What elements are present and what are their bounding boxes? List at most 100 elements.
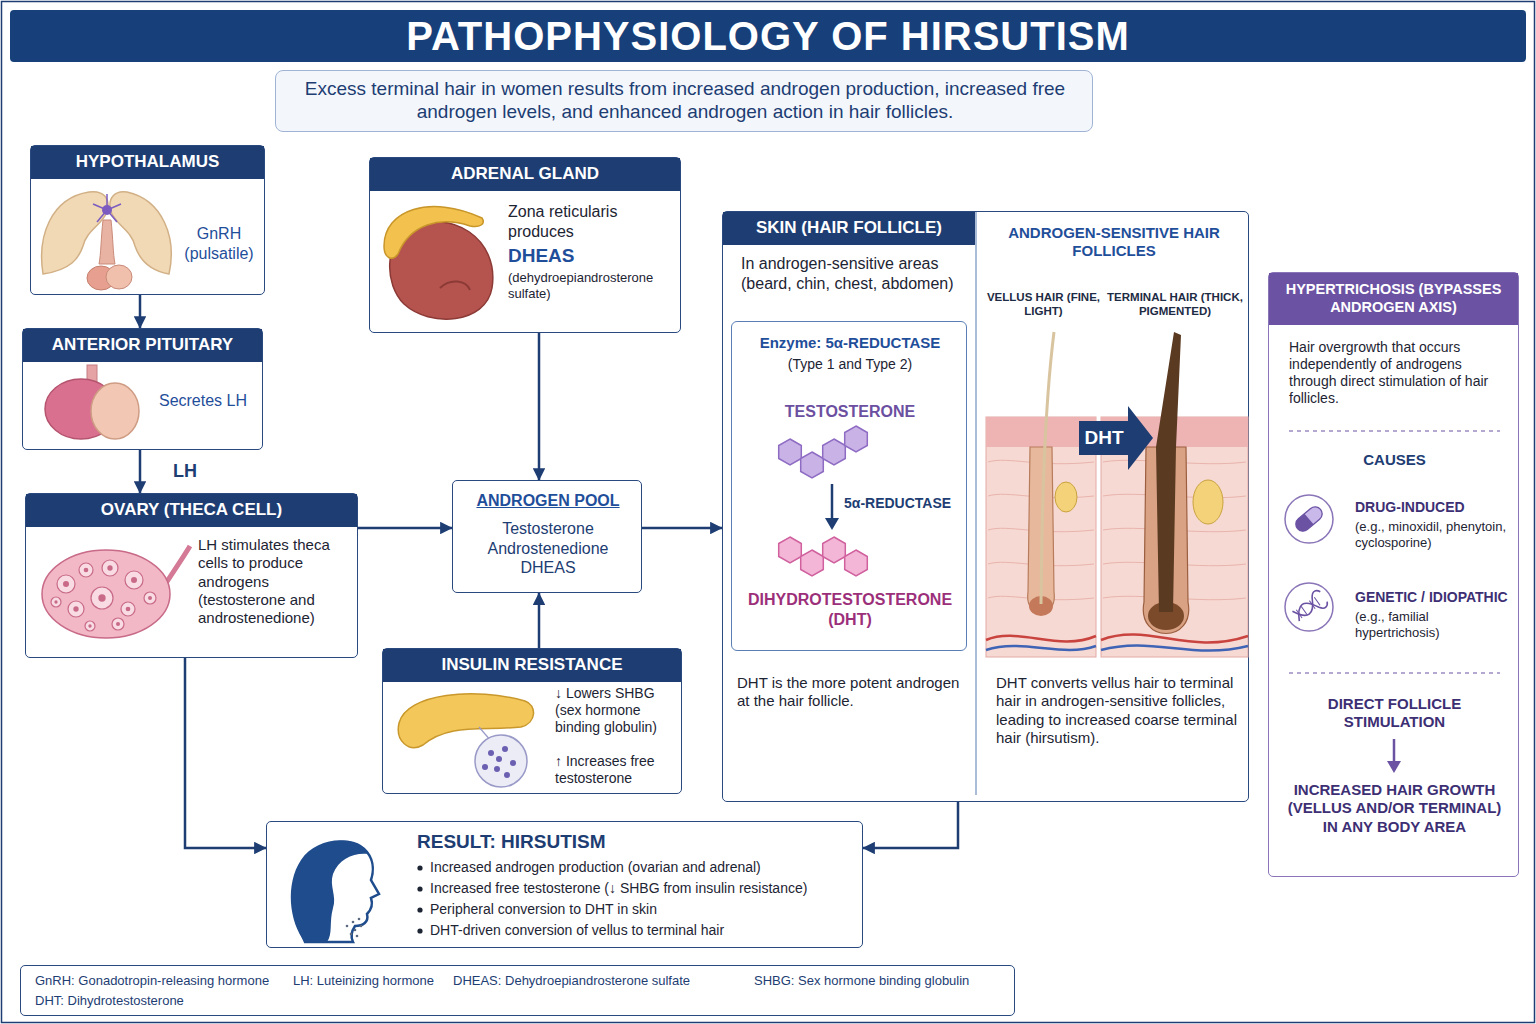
illustration-part: [107, 204, 121, 210]
illustration-part: [91, 383, 139, 439]
illustration-part: [1290, 589, 1327, 621]
illustration-part: [823, 537, 846, 563]
edge-label: LH: [170, 461, 200, 483]
abbreviation-box: GnRH: Gonadotropin-releasing hormone LH: …: [20, 965, 1015, 1016]
illustration-part: [1101, 635, 1248, 643]
illustration-part: [126, 607, 131, 612]
illustration-part: [125, 571, 143, 589]
illustration-part: [79, 563, 93, 577]
box-text: RESULT: HIRSUTISM: [417, 830, 606, 853]
box-text: GnRH (pulsatile): [177, 224, 261, 263]
flow-arrow: [863, 802, 958, 848]
illustration-part: [148, 596, 152, 600]
result-box: RESULT: HIRSUTISMIncreased androgen prod…: [266, 821, 863, 948]
illustration-part: [417, 928, 422, 933]
box-heading: HYPOTHALAMUS: [31, 146, 264, 179]
illustration-part: [1314, 597, 1320, 605]
illustration-part: [164, 546, 190, 586]
box-text: ↓ Lowers SHBG (sex hormone binding globu…: [555, 685, 679, 736]
illustration-part: [482, 764, 488, 770]
box-text: DHT: Dihydrotestosterone: [35, 993, 184, 1009]
illustration-part: [91, 587, 113, 609]
illustration-part: [106, 194, 108, 210]
box-text: (e.g., familial hypertrichosis): [1355, 609, 1515, 641]
illustration-part: [1292, 592, 1329, 624]
title-band: PATHOPHYSIOLOGY OF HIRSUTISM: [10, 10, 1526, 62]
follicle-panel: ANDROGEN-SENSITIVE HAIR FOLLICLES VELLUS …: [978, 212, 1250, 795]
flow-arrow: [139, 295, 142, 328]
illustration-part: [975, 212, 977, 795]
illustration-part: [1290, 589, 1329, 625]
flow-arrow: [538, 593, 541, 648]
flow-arrow: [358, 527, 452, 530]
illustration-part: [986, 636, 1096, 642]
illustration-part: [121, 602, 135, 616]
illustration-part: [63, 581, 69, 587]
illustration-part: [831, 484, 834, 520]
illustration-part: [1285, 583, 1333, 631]
illustration-part: [73, 606, 78, 611]
side-panel: HYPERTRICHOSIS (BYPASSES ANDROGEN AXIS)H…: [1268, 272, 1519, 877]
illustration-part: [88, 624, 91, 627]
box-text: DHEAS: Dehydroepiandrosterone sulfate: [453, 973, 690, 989]
box-heading: HYPERTRICHOSIS (BYPASSES ANDROGEN AXIS): [1269, 273, 1518, 325]
illustration-part: [350, 933, 353, 936]
illustration-part: [1285, 495, 1333, 543]
pool-box: ANDROGEN POOLTestosterone Androstenedion…: [452, 480, 642, 593]
box-text: Secretes LH: [153, 391, 253, 411]
illustration-part: [779, 439, 802, 465]
organ-box: ANTERIOR PITUITARYSecretes LH: [22, 328, 263, 450]
box-text: Excess terminal hair in women results fr…: [286, 77, 1084, 123]
box-text: ANDROGEN POOL: [461, 491, 635, 511]
illustration-part: [1041, 332, 1054, 604]
box-text: VELLUS HAIR (FINE, LIGHT): [986, 290, 1101, 318]
box-text: GnRH: Gonadotropin-releasing hormone: [35, 973, 269, 989]
illustration-part: [1156, 332, 1181, 612]
box-text: Peripheral conversion to DHT in skin: [430, 901, 657, 918]
flow-arrow: [139, 450, 142, 493]
flow-arrow: [185, 658, 266, 848]
box-text: ANDROGEN-SENSITIVE HAIR FOLLICLES: [999, 224, 1229, 261]
illustration-part: [102, 560, 118, 576]
box-text: TESTOSTERONE: [736, 402, 964, 422]
illustration-part: [1293, 504, 1325, 534]
box-text: 5α-REDUCTASE: [844, 495, 951, 512]
factor-box: INSULIN RESISTANCE↓ Lowers SHBG (sex hor…: [382, 648, 682, 794]
illustration-part: [107, 565, 112, 570]
box-text: DRUG-INDUCED: [1355, 499, 1513, 516]
box-text: In androgen-sensitive areas (beard, chin…: [741, 254, 969, 293]
box-text: SHBG: Sex hormone binding globulin: [754, 973, 969, 989]
flow-arrow: [642, 527, 722, 530]
illustration-part: [475, 735, 527, 787]
illustration-part: [801, 452, 824, 478]
box-text: TERMINAL HAIR (THICK, PIGMENTED): [1102, 290, 1248, 318]
illustration-part: [51, 597, 61, 607]
illustration-part: [1301, 606, 1307, 614]
illustration-part: [845, 550, 868, 576]
box-text: DIRECT FOLLICLE STIMULATION: [1294, 695, 1495, 732]
box-text: LH stimulates theca cells to produce and…: [198, 536, 352, 627]
illustration-part: [779, 537, 802, 563]
illustration-part: [488, 750, 494, 756]
box-text: DIHYDROTESTOSTERONE (DHT): [740, 590, 960, 629]
organ-box: OVARY (THECA CELL) LH stimulates theca ce…: [25, 493, 358, 658]
illustration-part: [352, 921, 355, 924]
box-text: DHT is the more potent androgen at the h…: [737, 674, 971, 711]
box-heading: INSULIN RESISTANCE: [383, 649, 681, 682]
box-text: Zona reticularis produces: [508, 202, 673, 241]
box-heading: SKIN (HAIR FOLLICLE): [723, 212, 975, 245]
illustration-part: [801, 550, 824, 576]
box-text: DHT-driven conversion of vellus to termi…: [430, 922, 724, 939]
skin-panel: Enzyme: 5α-REDUCTASE(Type 1 and Type 2)T…: [722, 211, 1249, 802]
box-heading: OVARY (THECA CELL): [26, 494, 357, 527]
illustration-part: [107, 210, 117, 222]
box-text: LH: Luteinizing hormone: [293, 973, 434, 989]
illustration-part: [1387, 761, 1401, 773]
illustration-part: [54, 600, 57, 603]
flow-arrow: [538, 333, 541, 480]
illustration-part: [510, 760, 516, 766]
illustration-part: [440, 281, 470, 290]
illustration-part: [93, 204, 107, 210]
illustration-part: [1296, 610, 1302, 618]
